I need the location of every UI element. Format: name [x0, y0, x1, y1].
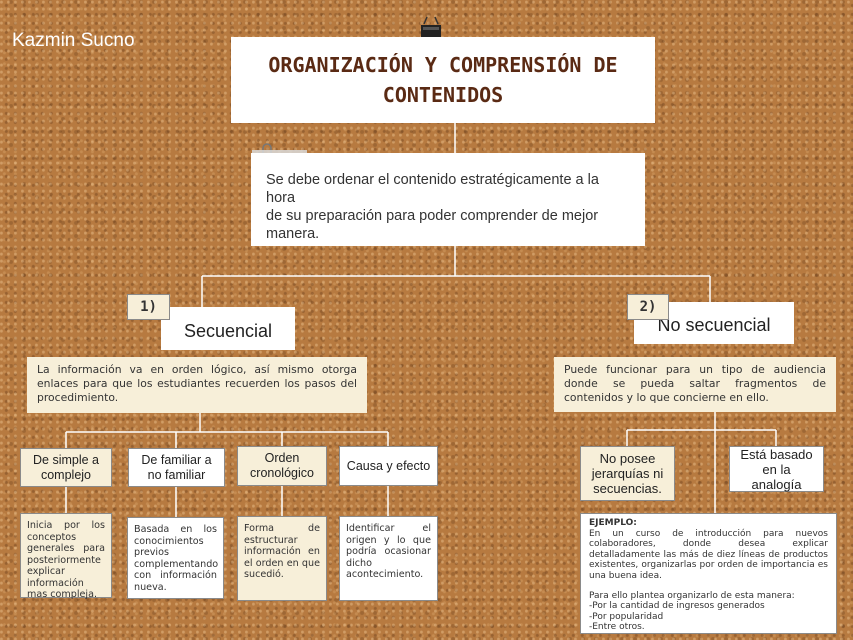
detail-familiar: Basada en los conocimientos previos comp…: [127, 517, 224, 599]
detail-causa-efecto: Identificar el origen y lo que podría oc…: [339, 516, 438, 601]
node-familiar-no-familiar: De familiar a no familiar: [128, 448, 225, 487]
node-simple-complejo: De simple a complejo: [20, 448, 112, 487]
secuencial-description: La información va en orden lógico, así m…: [27, 357, 367, 413]
detail-orden-cronologico: Forma de estructurar información en el o…: [237, 516, 327, 601]
intro-text: Se debe ordenar el contenido estratégica…: [251, 153, 645, 246]
node-causa-efecto: Causa y efecto: [339, 446, 438, 486]
number-badge-2: 2): [627, 294, 669, 320]
node-no-jerarquias: No posee jerarquías ni secuencias.: [580, 446, 675, 501]
no-secuencial-description: Puede funcionar para un tipo de audienci…: [554, 357, 836, 412]
node-orden-cronologico: Orden cronológico: [237, 446, 327, 486]
example-item: -Por la cantidad de ingresos generados: [589, 601, 765, 612]
example-text: En un curso de introducción para nuevos …: [589, 528, 828, 581]
binder-clip-icon: [421, 16, 441, 40]
secuencial-heading: Secuencial: [161, 307, 295, 350]
example-intro2: Para ello plantea organizarlo de esta ma…: [589, 590, 795, 601]
author-name: Kazmin Sucno: [12, 30, 135, 51]
node-analogia: Está basado en la analogía: [729, 446, 824, 492]
detail-simple-complejo: Inicia por los conceptos generales para …: [20, 513, 112, 600]
no-secuencial-heading: No secuencial: [634, 302, 794, 344]
main-title: ORGANIZACIÓN Y COMPRENSIÓN DE CONTENIDOS: [231, 37, 655, 123]
example-box: EJEMPLO: En un curso de introducción par…: [580, 513, 837, 634]
example-item: -Entre otros.: [589, 622, 645, 633]
example-item: -Por popularidad: [589, 611, 664, 622]
example-title: EJEMPLO:: [589, 518, 637, 528]
number-badge-1: 1): [127, 294, 170, 320]
